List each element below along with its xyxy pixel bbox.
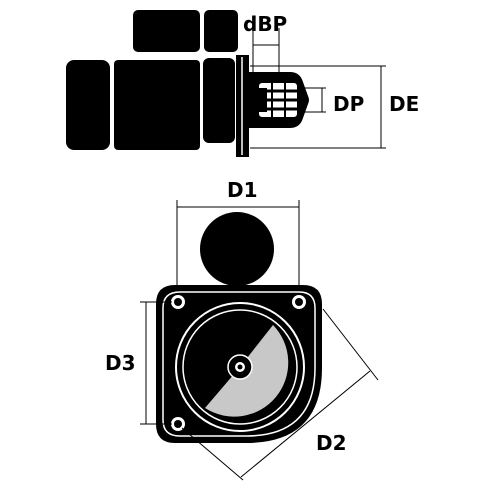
side-view-dimensions: [250, 28, 386, 149]
side-view: [66, 10, 309, 157]
motor-rear-cap: [66, 60, 110, 150]
solenoid-block-right: [204, 10, 238, 52]
d3-label: D3: [105, 351, 136, 375]
dp-label: DP: [333, 92, 364, 116]
front-view-dimensions: [140, 200, 379, 481]
dbp-label: dBP: [243, 12, 287, 36]
solenoid-block-left: [133, 10, 200, 52]
bore-inner-ring: [182, 309, 298, 425]
d2-label: D2: [316, 431, 347, 455]
d1-label: D1: [227, 178, 258, 202]
motor-body: [114, 60, 200, 150]
front-view: [156, 212, 322, 443]
de-label: DE: [389, 92, 419, 116]
bore-outer-ring: [175, 302, 305, 432]
front-housing: [203, 58, 235, 143]
solenoid-circle: [200, 212, 274, 286]
